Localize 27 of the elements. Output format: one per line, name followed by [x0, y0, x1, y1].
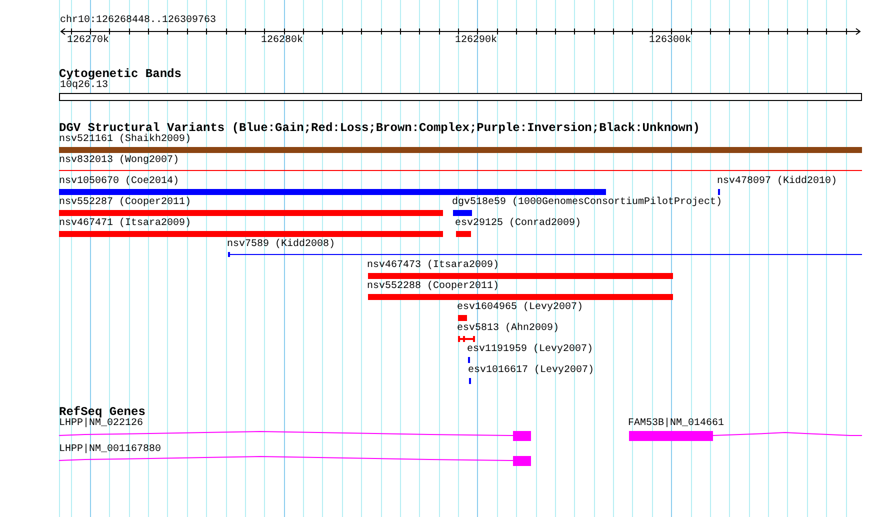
variant-label: esv5813 (Ahn2009): [457, 324, 560, 334]
variant-label: esv1604965 (Levy2007): [457, 303, 584, 313]
variant-label: dgv518e59 (1000GenomesConsortiumPilotProject): [452, 198, 722, 208]
variant-label: esv29125 (Conrad2009): [455, 219, 582, 229]
cytoband-label: 10q26.13: [60, 81, 108, 91]
variant-label: nsv7589 (Kidd2008): [227, 240, 336, 250]
variant-label: esv1016617 (Levy2007): [468, 366, 594, 376]
axis-tick-label: 126300k: [649, 36, 692, 46]
variant-label: nsv1050670 (Coe2014): [59, 177, 180, 187]
variant-label: nsv552287 (Cooper2011): [59, 198, 192, 208]
variant-label: nsv552288 (Cooper2011): [367, 282, 500, 292]
gene-label: LHPP|NM_001167880: [59, 445, 162, 455]
variant-label: nsv478097 (Kidd2010): [717, 177, 838, 187]
gene-label: LHPP|NM_022126: [59, 419, 144, 429]
track-title: Cytogenetic Bands: [59, 68, 182, 80]
variant-label: nsv832013 (Wong2007): [59, 156, 180, 166]
variant-label: nsv467471 (Itsara2009): [59, 219, 192, 229]
axis-tick-label: 126290k: [455, 36, 498, 46]
variant-label: esv1191959 (Levy2007): [467, 345, 594, 355]
track-title: DGV Structural Variants (Blue:Gain;Red:Loss;Brown:Complex;Purple:Inversion;Black:Unknown): [59, 122, 700, 134]
axis-tick-label: 126270k: [67, 36, 110, 46]
locus-coordinates: chr10:126268448..126309763: [60, 16, 216, 26]
variant-label: nsv521161 (Shaikh2009): [59, 135, 192, 145]
track-title: RefSeq Genes: [59, 406, 146, 418]
variant-label: nsv467473 (Itsara2009): [367, 261, 500, 271]
gene-label: FAM53B|NM_014661: [628, 419, 724, 429]
axis-tick-label: 126280k: [261, 36, 304, 46]
